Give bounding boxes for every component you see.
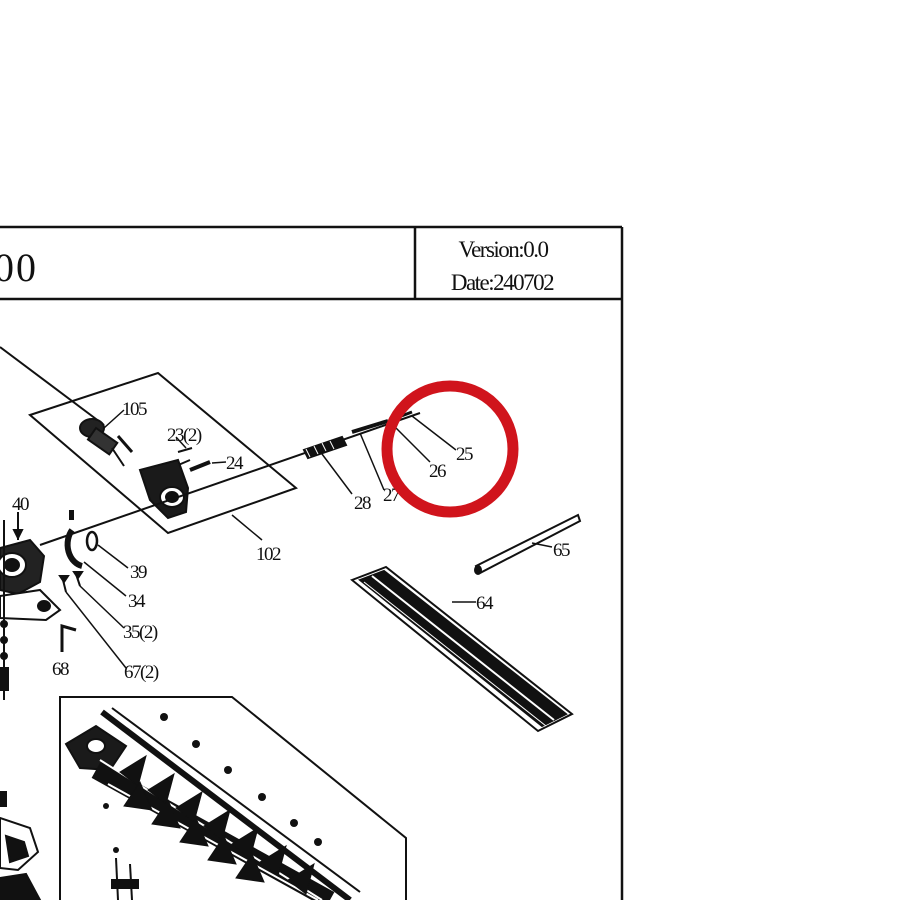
washer-part bbox=[85, 530, 99, 552]
part-label-40: 40 bbox=[12, 494, 29, 515]
bolt-column-part bbox=[0, 520, 9, 700]
part-label-28: 28 bbox=[354, 493, 371, 514]
date-text: Date:240702 bbox=[451, 270, 554, 295]
assembly-guide-line bbox=[0, 346, 105, 426]
part-label-26: 26 bbox=[429, 461, 446, 482]
screw-part bbox=[72, 571, 84, 587]
model-number-fragment: 00 bbox=[0, 245, 38, 290]
part-label-23: 23(2) bbox=[167, 425, 202, 446]
motor-housing-part bbox=[0, 538, 62, 622]
part-label-64: 64 bbox=[476, 593, 494, 614]
leader-lines-upper bbox=[103, 409, 457, 541]
screw-part-2 bbox=[58, 575, 70, 593]
gearbox-housing-part bbox=[138, 458, 190, 520]
small-pin-part bbox=[69, 510, 74, 520]
gearbox-detail-frame bbox=[27, 371, 298, 535]
highlight-circle bbox=[381, 380, 519, 518]
part-label-105: 105 bbox=[122, 399, 147, 420]
part-label-34: 34 bbox=[128, 591, 146, 612]
drive-shaft-line bbox=[39, 412, 421, 546]
blade-guard-bar-part bbox=[350, 565, 574, 733]
clip-ring-part bbox=[64, 528, 83, 569]
part-label-24: 24 bbox=[226, 453, 244, 474]
version-text: Version:0.0 bbox=[459, 237, 549, 262]
rivet-parts bbox=[103, 713, 322, 853]
part-label-102: 102 bbox=[256, 544, 281, 565]
part-label-25: 25 bbox=[456, 444, 473, 465]
blade-teeth bbox=[119, 754, 315, 895]
part-label-68: 68 bbox=[52, 659, 69, 680]
part-label-35: 35(2) bbox=[123, 622, 158, 643]
hedge-blade-part bbox=[64, 707, 361, 900]
part-label-39: 39 bbox=[130, 562, 147, 583]
pin-part bbox=[12, 512, 24, 541]
cover-plate-part bbox=[0, 791, 42, 900]
pinion-gear-part bbox=[79, 418, 134, 467]
part-label-67: 67(2) bbox=[124, 662, 159, 683]
blade-detail-frame bbox=[59, 696, 407, 900]
fastener-parts-lower bbox=[111, 857, 139, 900]
hex-key-part bbox=[60, 624, 77, 652]
leader-lines-middle bbox=[61, 544, 129, 669]
title-block bbox=[0, 225, 624, 900]
push-rod-part bbox=[474, 513, 582, 575]
spring-part bbox=[302, 435, 348, 460]
part-label-65: 65 bbox=[553, 540, 570, 561]
leader-line-65 bbox=[531, 542, 553, 548]
